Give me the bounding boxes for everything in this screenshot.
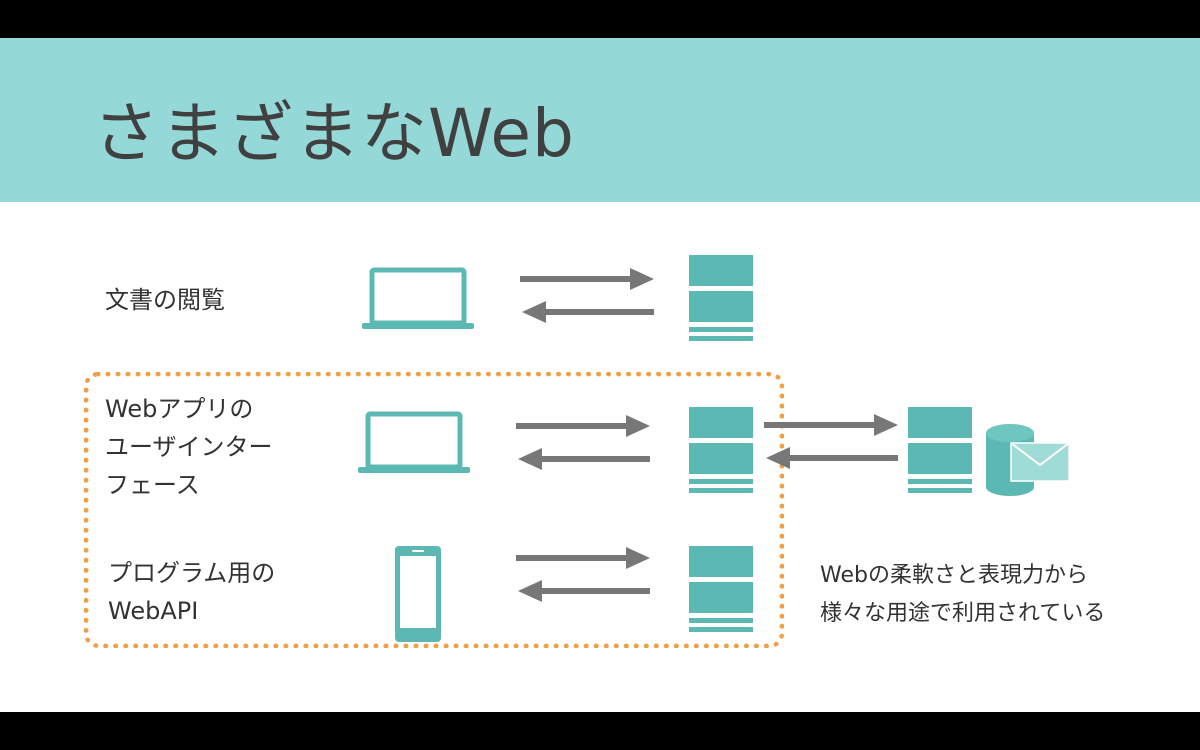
smartphone-icon	[395, 546, 441, 642]
backend-server-icon	[908, 407, 972, 493]
row-label-line: Webアプリの	[105, 395, 254, 423]
title-band: さまざまなWeb	[0, 38, 1200, 202]
slide-caption: Webの柔軟さと表現力から 様々な用途で利用されている	[820, 557, 1105, 633]
slide: さまざまなWeb 文書の閲覧 Webアプリの ユーザインター フェース プログラ…	[0, 38, 1200, 712]
row-label-line: WebAPI	[108, 597, 199, 625]
server-icon	[689, 255, 753, 341]
row-label-line: フェース	[105, 471, 200, 499]
caption-line: 様々な用途で利用されている	[820, 601, 1106, 626]
row-label-line: プログラム用の	[108, 559, 276, 587]
slide-title: さまざまなWeb	[93, 95, 575, 172]
row-label-document-viewing: 文書の閲覧	[105, 281, 225, 319]
row-label-line: ユーザインター	[105, 433, 273, 461]
caption-line: Webの柔軟さと表現力から	[820, 563, 1088, 588]
mail-icon	[1010, 442, 1070, 482]
backend-bidirectional-arrows-icon	[764, 414, 898, 469]
server-icon	[689, 546, 753, 632]
bidirectional-arrows-icon	[520, 268, 654, 323]
row-label-web-api: プログラム用の WebAPI	[108, 554, 275, 630]
laptop-icon	[358, 411, 470, 473]
server-icon	[689, 407, 753, 493]
row-label-web-app-ui: Webアプリの ユーザインター フェース	[105, 390, 273, 504]
bidirectional-arrows-icon	[516, 415, 650, 470]
laptop-icon	[362, 267, 474, 329]
bidirectional-arrows-icon	[516, 547, 650, 602]
web-app-dotted-frame	[84, 372, 784, 648]
row-label-line: 文書の閲覧	[105, 286, 225, 314]
